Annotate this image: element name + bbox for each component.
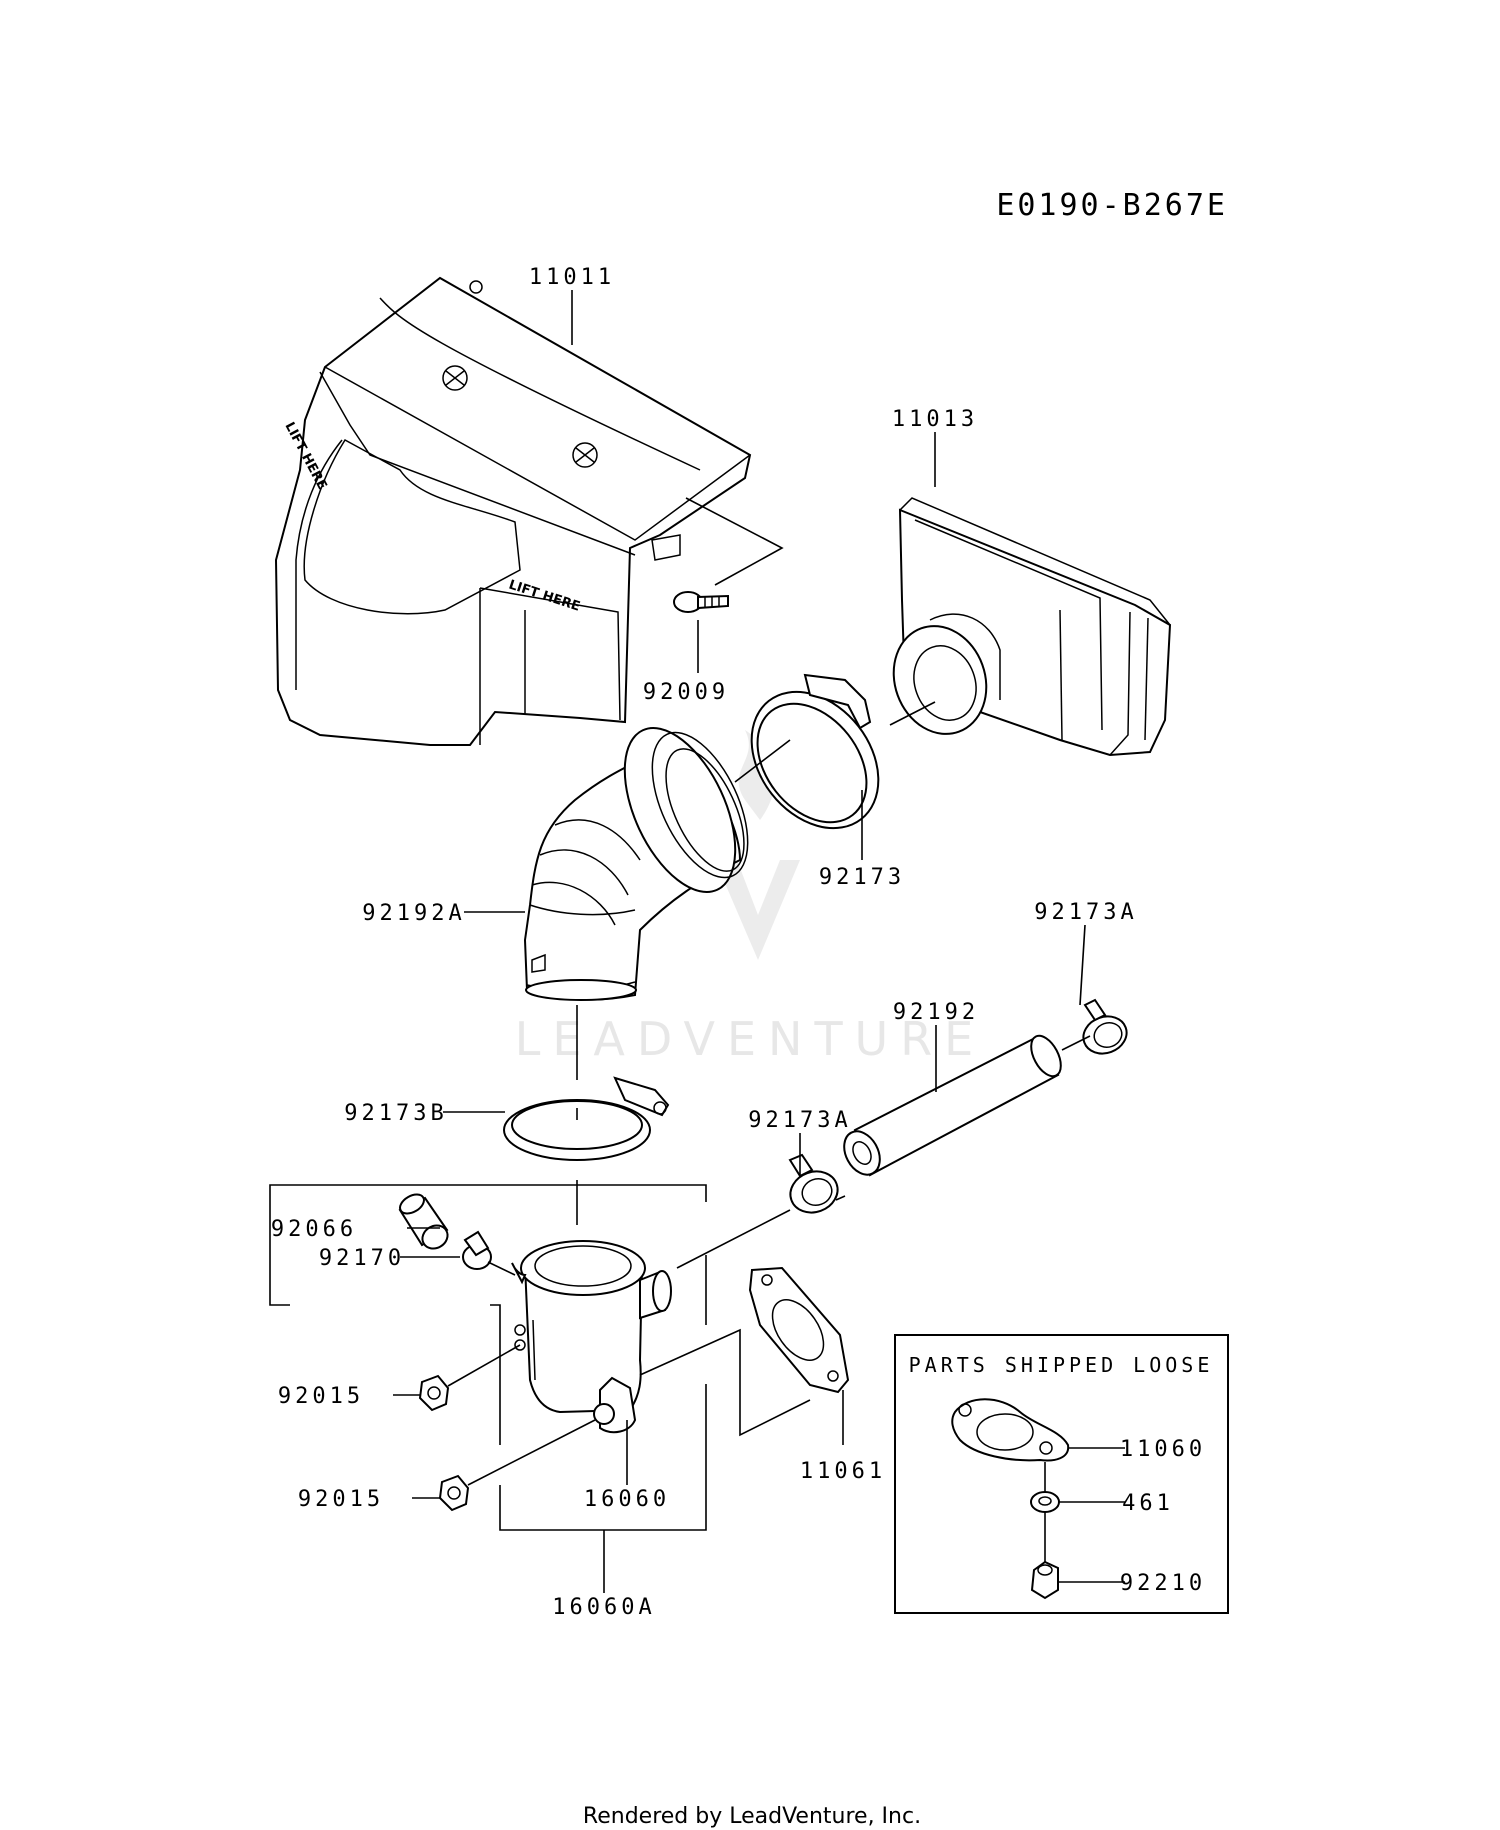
label-92015-a[interactable]: 92015	[278, 1384, 364, 1409]
label-92210[interactable]: 92210	[1120, 1571, 1206, 1596]
clip-92170[interactable]	[462, 1230, 492, 1270]
label-92192[interactable]: 92192	[893, 1000, 979, 1025]
label-16060A[interactable]: 16060A	[552, 1595, 655, 1620]
assembly-bracket-16060A	[269, 1184, 707, 1593]
label-92015-b[interactable]: 92015	[298, 1487, 384, 1512]
label-92009[interactable]: 92009	[643, 680, 729, 705]
part-labels: 11011 11013 92009 92173 92192A 92173A 92…	[271, 265, 1206, 1620]
nut-92210[interactable]	[1030, 1560, 1059, 1600]
label-92173[interactable]: 92173	[819, 865, 905, 890]
loose-box-title: PARTS SHIPPED LOOSE	[909, 1353, 1214, 1377]
gasket-11061[interactable]	[748, 1266, 850, 1394]
footer-credit: Rendered by LeadVenture, Inc.	[583, 1804, 921, 1829]
clamp-92173A-top[interactable]	[1078, 998, 1132, 1059]
label-92170[interactable]: 92170	[319, 1246, 405, 1271]
cap-92066[interactable]	[397, 1191, 452, 1253]
hose-clamp-92173B[interactable]	[503, 1076, 670, 1161]
label-11060[interactable]: 11060	[1120, 1437, 1206, 1462]
label-11011[interactable]: 11011	[529, 265, 615, 290]
label-92066[interactable]: 92066	[271, 1217, 357, 1242]
nut-92015-a[interactable]	[418, 1374, 450, 1412]
label-11013[interactable]: 11013	[892, 407, 978, 432]
label-11061[interactable]: 11061	[800, 1459, 886, 1484]
nut-92015-b[interactable]	[438, 1474, 470, 1512]
screw-92009[interactable]	[673, 591, 729, 613]
label-92173B[interactable]: 92173B	[344, 1101, 447, 1126]
label-461[interactable]: 461	[1122, 1491, 1174, 1516]
watermark-text: LEADVENTURE	[515, 1012, 986, 1066]
washer-461[interactable]	[1030, 1491, 1060, 1513]
label-16060[interactable]: 16060	[584, 1487, 670, 1512]
hose-clamp-92173[interactable]	[725, 667, 904, 853]
diagram-code: E0190-B267E	[996, 188, 1228, 223]
hose-92192[interactable]	[837, 1031, 1067, 1181]
label-92173A-top[interactable]: 92173A	[1034, 900, 1137, 925]
air-cleaner-cover-11011[interactable]: LIFT HERE LIFT HERE	[274, 276, 752, 746]
parts-shipped-loose-box: PARTS SHIPPED LOOSE	[894, 1334, 1229, 1614]
air-filter-element-11013[interactable]	[879, 497, 1172, 757]
elbow-hose-92192A[interactable]	[523, 711, 767, 1001]
inlet-pipe-16060[interactable]	[511, 1240, 672, 1434]
leader-lines	[393, 290, 1091, 1499]
clamp-92173A-mid[interactable]	[785, 1153, 844, 1219]
label-92173A-mid[interactable]: 92173A	[748, 1108, 851, 1133]
label-92192A[interactable]: 92192A	[362, 901, 465, 926]
gasket-11060[interactable]	[951, 1398, 1070, 1462]
